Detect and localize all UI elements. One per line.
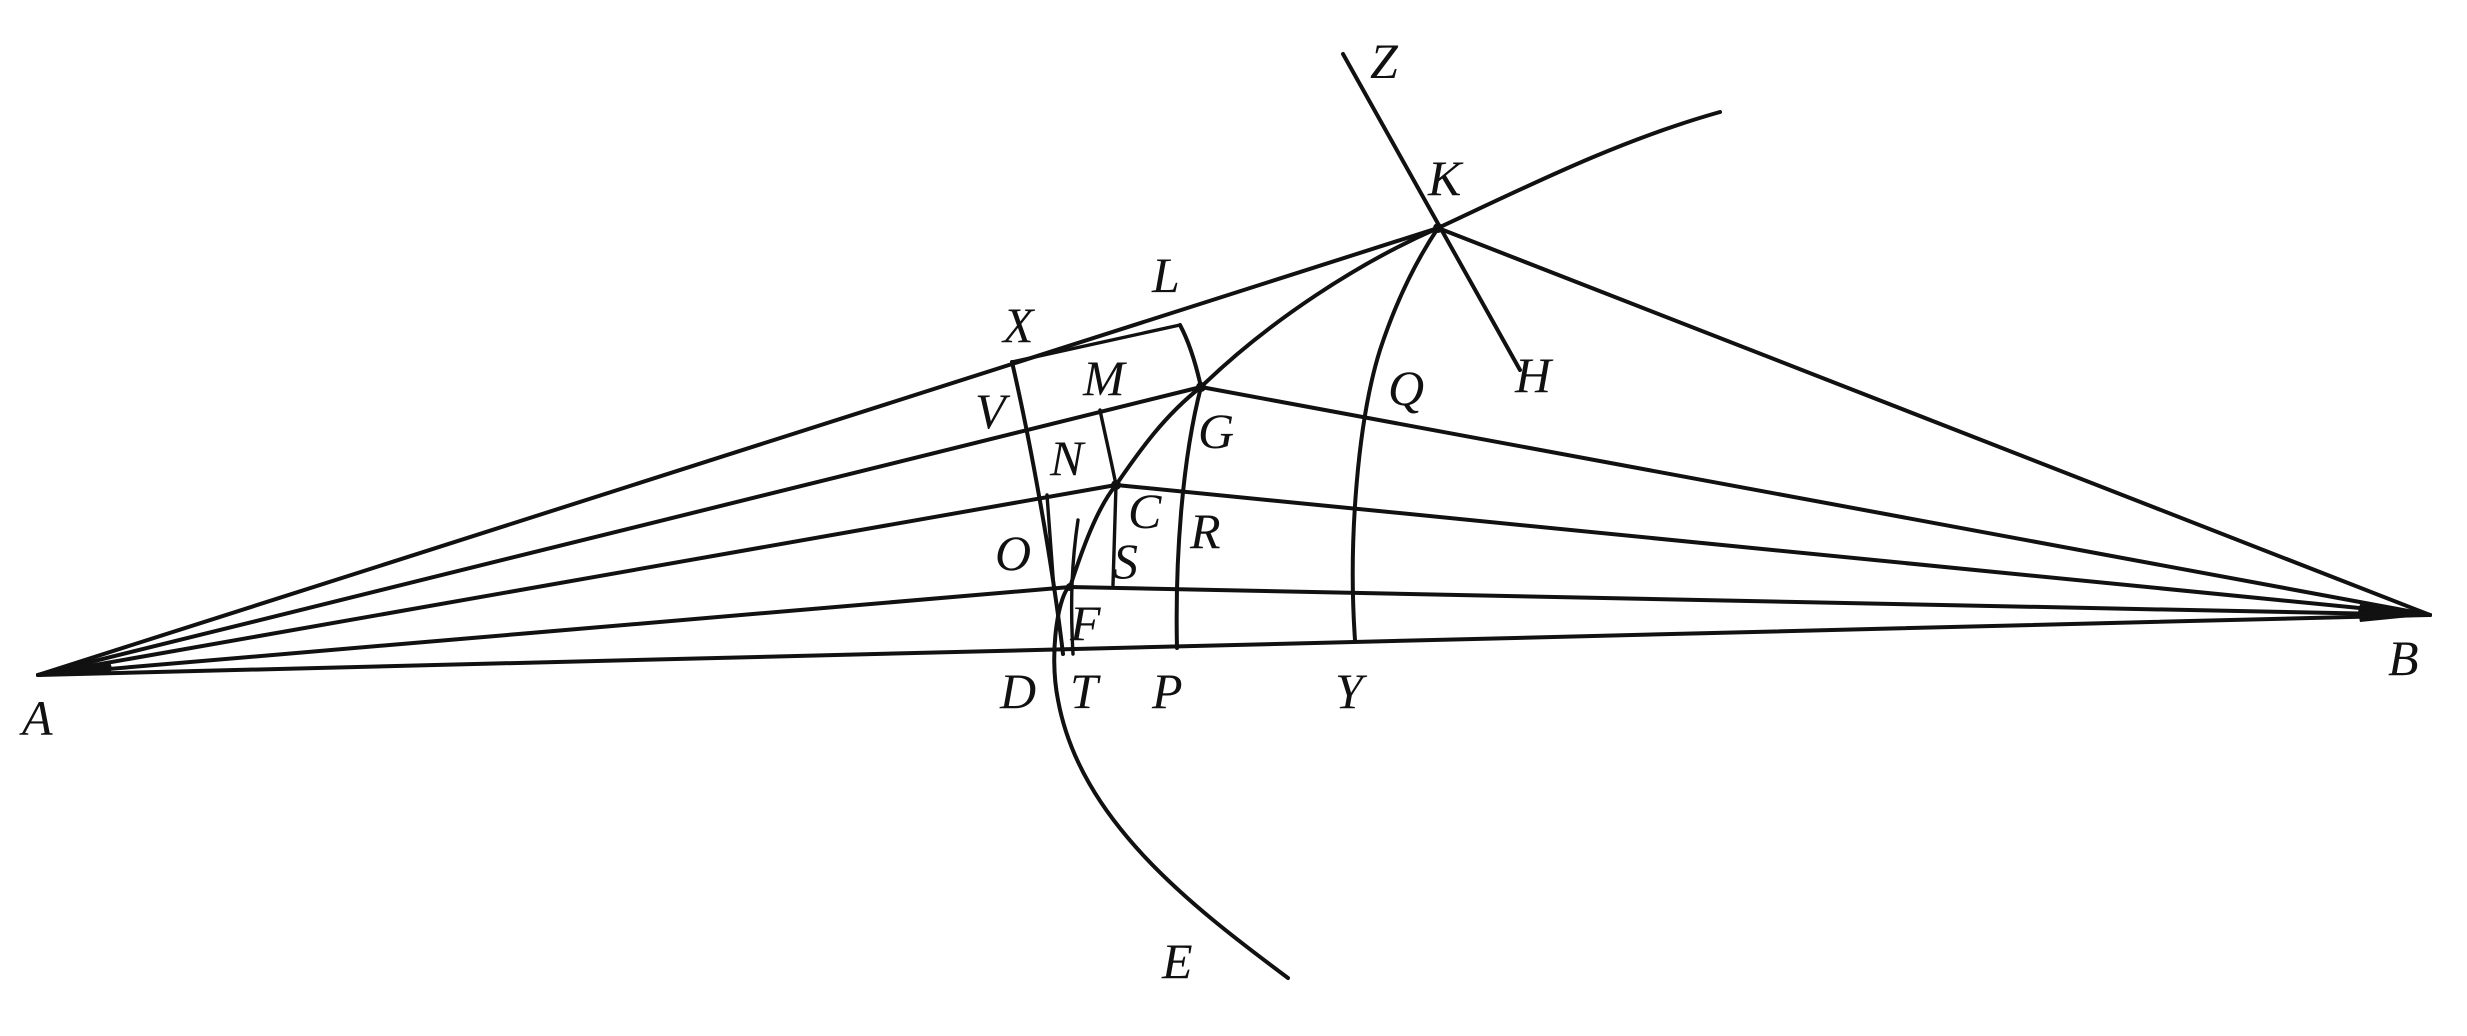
label-d: D	[999, 663, 1036, 719]
line-fb	[1068, 585, 2432, 617]
line-ac	[36, 483, 1118, 677]
label-s: S	[1113, 533, 1138, 589]
label-c: C	[1128, 483, 1162, 539]
label-f: F	[1069, 595, 1101, 651]
arc-nm	[1098, 408, 1118, 487]
line-ad-baseline	[36, 613, 2432, 677]
line-cb	[1114, 483, 2432, 617]
label-o: O	[995, 525, 1031, 581]
arc-yqk	[1350, 226, 1440, 642]
label-q: Q	[1388, 360, 1424, 416]
line-zkh	[1341, 52, 1522, 372]
label-x: X	[1001, 297, 1036, 353]
point-c	[1111, 480, 1121, 490]
label-p: P	[1151, 663, 1183, 719]
line-af	[36, 585, 1072, 677]
label-e: E	[1161, 933, 1193, 989]
curve-main	[1052, 110, 1722, 980]
line-ak	[36, 226, 1440, 677]
segment-xl	[1010, 323, 1182, 364]
point-g	[1196, 382, 1206, 392]
label-k: K	[1427, 150, 1464, 206]
label-h: H	[1514, 347, 1554, 403]
label-r: R	[1189, 503, 1221, 559]
point-k	[1433, 223, 1443, 233]
label-t: T	[1070, 663, 1101, 719]
label-z: Z	[1370, 33, 1399, 89]
label-y: Y	[1335, 663, 1368, 719]
label-g: G	[1198, 403, 1234, 459]
label-n: N	[1049, 430, 1086, 486]
label-l: L	[1151, 247, 1180, 303]
arc-ft	[1069, 518, 1080, 656]
arc-prgl	[1174, 323, 1203, 650]
point-f	[1066, 583, 1074, 591]
segment-cs	[1111, 483, 1118, 587]
label-m: M	[1082, 350, 1127, 406]
line-ag	[36, 385, 1203, 677]
line-gb	[1199, 385, 2432, 617]
label-a: A	[19, 690, 53, 746]
label-b: B	[2388, 630, 2419, 686]
line-kb	[1436, 226, 2432, 617]
arc-dovx	[1010, 360, 1065, 656]
label-v: V	[975, 383, 1011, 439]
segment-no	[1045, 493, 1056, 592]
